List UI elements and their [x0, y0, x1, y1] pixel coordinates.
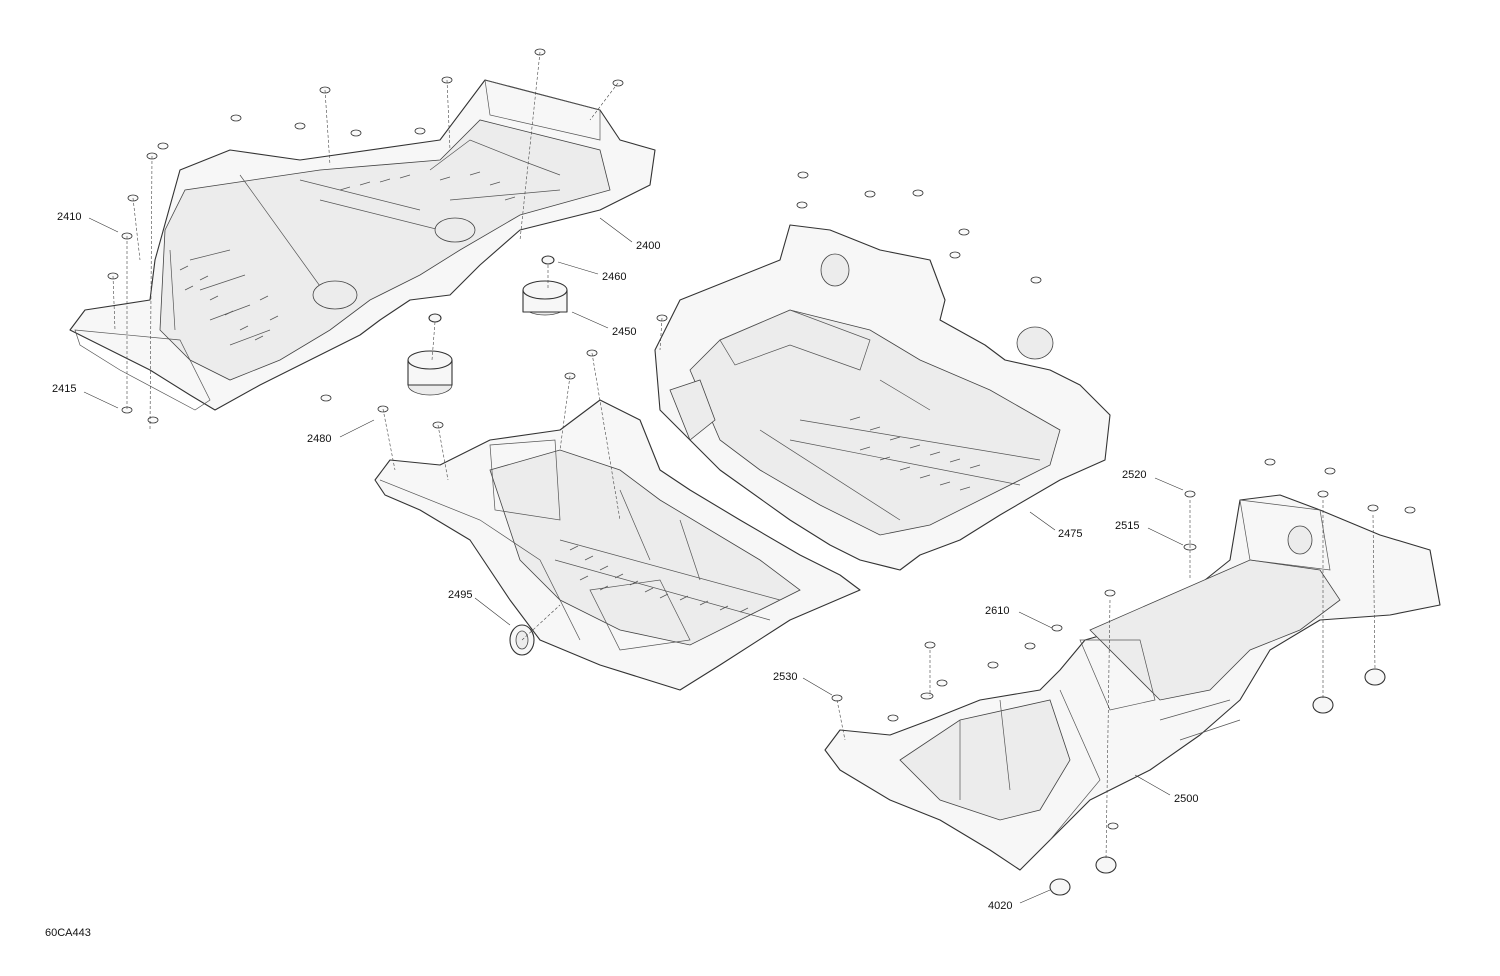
callout-4020: 4020: [988, 889, 1051, 912]
callout-text: 2515: [1115, 520, 1139, 532]
floor-panel-2475: [654, 224, 1111, 571]
callout-2410: 2410: [57, 211, 119, 233]
callout-2610: 2610: [985, 605, 1053, 629]
tread-slots-middle: [849, 416, 981, 491]
callout-text: 2530: [773, 671, 797, 683]
callout-text: 2610: [985, 605, 1009, 617]
leader-lines: [112, 51, 1376, 861]
callout-text: 2450: [612, 326, 636, 338]
callout-text: 2500: [1174, 793, 1198, 805]
grommet-2450-b: [407, 313, 453, 396]
callout-2515: 2515: [1115, 520, 1184, 546]
drawing-id: 60CA443: [45, 927, 91, 939]
clip-nuts-4020: [1049, 668, 1386, 896]
callout-2460: 2460: [557, 261, 626, 283]
callout-2480: 2480: [307, 419, 375, 445]
callout-text: 2415: [52, 383, 76, 395]
floor-panel-2500: [824, 494, 1441, 871]
fasteners: [107, 48, 1416, 896]
floor-panel-2480: [374, 399, 861, 691]
callout-2475: 2475: [1029, 511, 1082, 540]
callout-2495: 2495: [448, 589, 511, 626]
callout-text: 4020: [988, 900, 1012, 912]
callout-2400: 2400: [599, 217, 660, 252]
callout-2520: 2520: [1122, 469, 1184, 491]
callout-text: 2475: [1058, 528, 1082, 540]
tread-slots-front: [569, 545, 749, 613]
callout-2500: 2500: [1134, 774, 1198, 805]
tread-slots-left: [179, 171, 516, 341]
grommet-2450-a: [522, 255, 568, 316]
callout-text: 2400: [636, 240, 660, 252]
callout-2450: 2450: [571, 311, 636, 338]
callout-2415: 2415: [52, 383, 119, 409]
callout-text: 2495: [448, 589, 472, 601]
callout-2530: 2530: [773, 671, 833, 696]
floor-panel-2400: [69, 79, 656, 411]
callout-text: 2480: [307, 433, 331, 445]
callout-text: 2460: [602, 271, 626, 283]
callout-text: 2410: [57, 211, 81, 223]
callout-text: 2520: [1122, 469, 1146, 481]
